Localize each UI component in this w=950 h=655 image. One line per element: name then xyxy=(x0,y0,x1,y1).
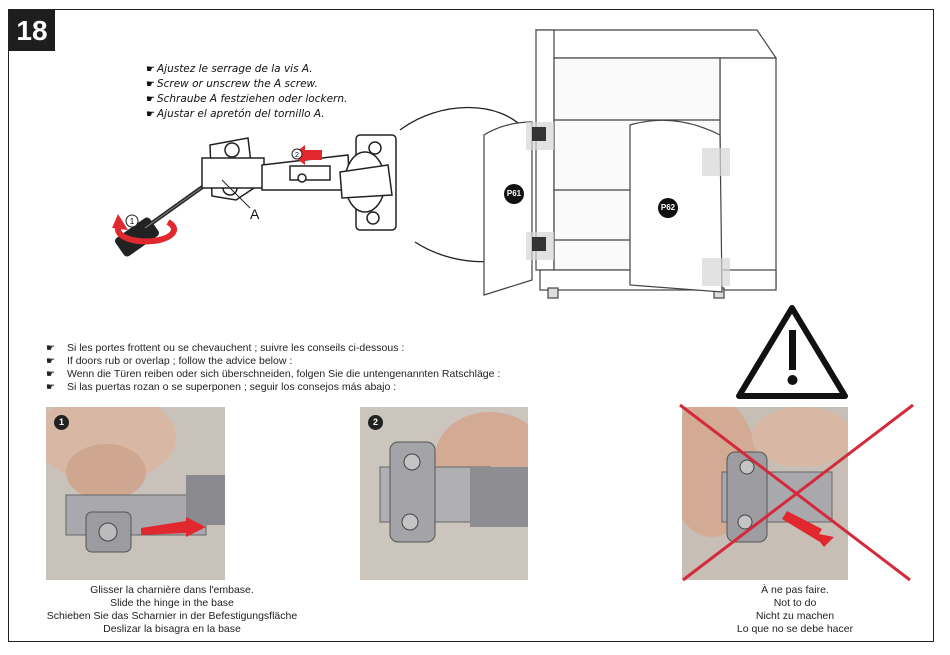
panel-label-left: P61 xyxy=(504,184,524,204)
advice-line: ☛Wenn die Türen reiben oder sich übersch… xyxy=(46,368,501,380)
caption-slide-hinge: Glisser la charnière dans l'embase. Slid… xyxy=(46,584,298,635)
hinge-highlight-right-bottom xyxy=(702,258,730,286)
hinge-icon xyxy=(532,127,546,141)
instruction-line: ☛Schraube A festziehen oder lockern. xyxy=(146,93,348,105)
instruction-line: ☛Ajustez le serrage de la vis A. xyxy=(146,63,313,75)
caption-not-to-do: À ne pas faire. Not to do Nicht zu mache… xyxy=(736,584,854,635)
callout-two: 2 xyxy=(295,152,299,159)
hinge-icon xyxy=(532,237,546,251)
hinge-highlight-right-top xyxy=(702,148,730,176)
advice-line: ☛Si les portes frottent ou se chevauchen… xyxy=(46,342,405,354)
photo-number-badge: 1 xyxy=(54,415,69,430)
hinge-cup xyxy=(339,134,397,231)
photo-slide-hinge: 1 xyxy=(46,407,225,580)
page-frame xyxy=(8,9,934,642)
screw-label: A xyxy=(250,206,260,222)
photo-not-to-do xyxy=(682,407,848,580)
panel-label-right: P62 xyxy=(658,198,678,218)
photo-number-badge: 2 xyxy=(368,415,383,430)
pointing-hand-icon: ☛ xyxy=(146,79,155,90)
instruction-line: ☛Screw or unscrew the A screw. xyxy=(146,78,318,90)
pointing-hand-icon: ☛ xyxy=(146,94,155,105)
door-advice-list: ☛Si les portes frottent ou se chevauchen… xyxy=(46,342,500,394)
pointing-hand-icon: ☛ xyxy=(146,109,155,120)
advice-line: ☛If doors rub or overlap ; follow the ad… xyxy=(46,355,293,367)
photo-hinge-base: 2 xyxy=(360,407,528,580)
pointing-hand-icon: ☛ xyxy=(146,64,155,75)
pointing-hand-icon: ☛ xyxy=(46,343,55,354)
pointing-hand-icon: ☛ xyxy=(46,369,55,380)
rotate-arrow-icon xyxy=(112,214,177,245)
pointing-hand-icon: ☛ xyxy=(46,382,55,393)
hinge-photo-1-image xyxy=(46,407,225,580)
hinge-mounting-plate xyxy=(201,137,265,201)
adjust-screw-instructions: ☛Ajustez le serrage de la vis A. ☛Screw … xyxy=(146,62,347,122)
hinge-photo-2-image xyxy=(360,407,528,580)
step-number-badge: 18 xyxy=(9,10,55,51)
advice-line: ☛Si las puertas rozan o se superponen ; … xyxy=(46,381,397,393)
warning-icon xyxy=(736,305,848,399)
pointing-hand-icon: ☛ xyxy=(46,356,55,367)
instruction-line: ☛Ajustar el apretón del tornillo A. xyxy=(146,108,325,120)
hinge-photo-3-image xyxy=(682,407,848,580)
callout-one: 1 xyxy=(130,217,135,226)
